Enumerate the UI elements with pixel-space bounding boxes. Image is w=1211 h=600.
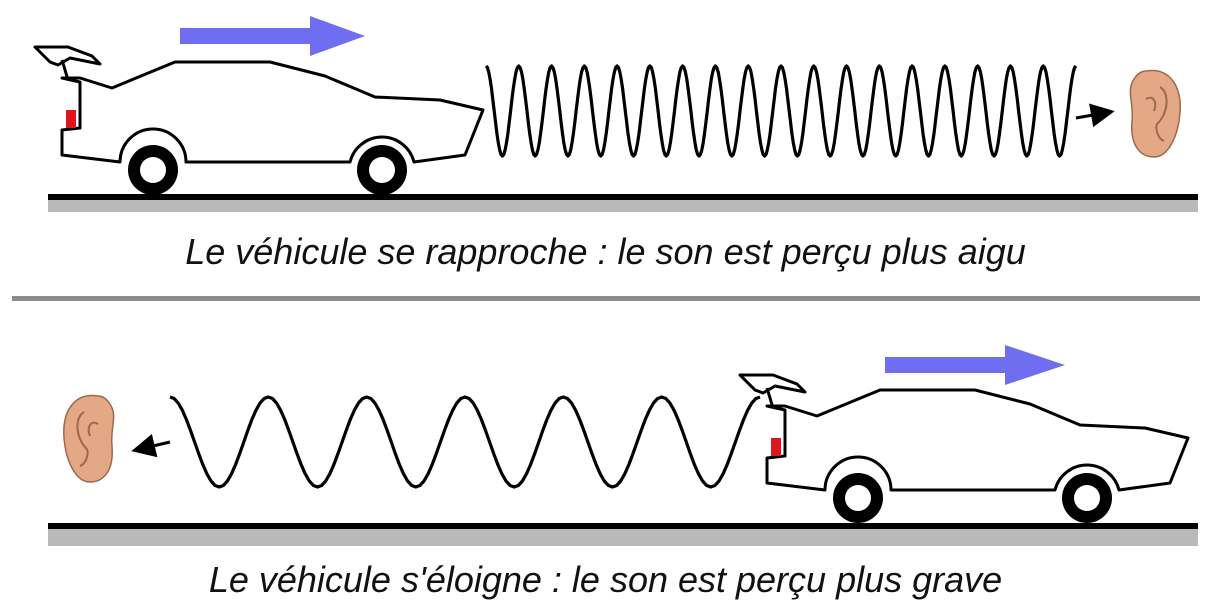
ear-icon xyxy=(63,394,115,483)
panel-divider xyxy=(12,296,1200,301)
taillight xyxy=(66,110,76,128)
ear-icon xyxy=(1129,69,1181,158)
taillight xyxy=(771,438,781,456)
road-bottom xyxy=(48,523,1198,546)
car-top xyxy=(33,45,485,195)
car-spoiler xyxy=(738,373,807,409)
wave-arrow-top xyxy=(1075,103,1115,128)
panel-receding xyxy=(48,345,1198,546)
sound-wave-short xyxy=(484,64,1078,158)
car-spoiler xyxy=(33,45,102,81)
car-body xyxy=(765,388,1190,492)
road-top xyxy=(48,194,1198,212)
car-body xyxy=(60,60,485,164)
panel-approaching xyxy=(33,16,1198,212)
sound-wave-long xyxy=(169,395,761,489)
direction-arrow-top xyxy=(180,16,365,56)
caption-receding: Le véhicule s'éloigne : le son est perçu… xyxy=(208,559,1003,600)
caption-approaching: Le véhicule se rapproche : le son est pe… xyxy=(185,231,1026,272)
car-bottom xyxy=(738,373,1190,523)
direction-arrow-bottom xyxy=(885,345,1065,385)
wave-arrow-bottom xyxy=(131,433,171,458)
